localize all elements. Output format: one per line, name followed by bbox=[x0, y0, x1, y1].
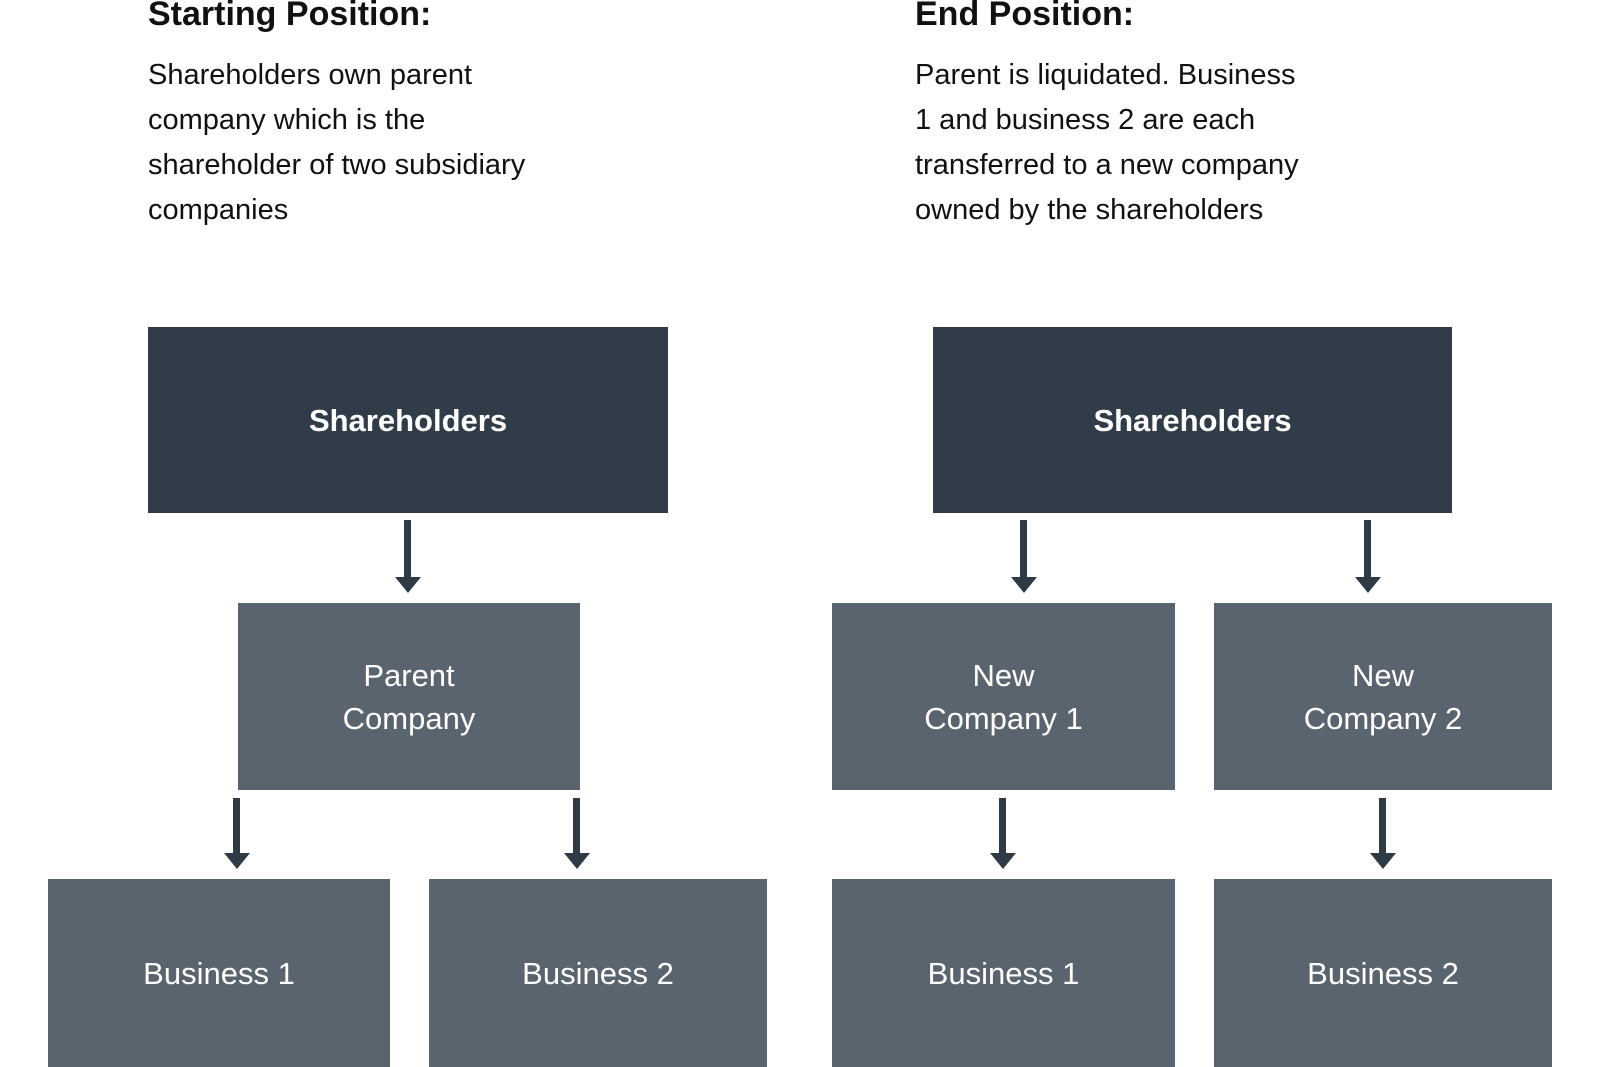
node-business1-start: Business 1 bbox=[48, 879, 390, 1067]
arrow-newcompany2-to-business2 bbox=[1379, 798, 1386, 854]
arrow-parent-to-business2 bbox=[573, 798, 580, 854]
arrow-shareholders-to-newcompany1 bbox=[1020, 520, 1027, 578]
node-shareholders-start: Shareholders bbox=[148, 327, 668, 513]
end-position-title: End Position: bbox=[915, 0, 1135, 33]
node-new-company1: New Company 1 bbox=[832, 603, 1175, 790]
node-business1-end: Business 1 bbox=[832, 879, 1175, 1067]
node-business2-start: Business 2 bbox=[429, 879, 767, 1067]
node-new-company2: New Company 2 bbox=[1214, 603, 1552, 790]
arrow-parent-to-business1 bbox=[233, 798, 240, 854]
arrow-shareholders-to-parent bbox=[404, 520, 411, 578]
starting-position-description: Shareholders own parent company which is… bbox=[148, 59, 526, 226]
arrow-newcompany1-to-business1 bbox=[999, 798, 1006, 854]
node-shareholders-end: Shareholders bbox=[933, 327, 1452, 513]
node-business2-end: Business 2 bbox=[1214, 879, 1552, 1067]
node-parent-company: Parent Company bbox=[238, 603, 580, 790]
end-position-description: Parent is liquidated. Business 1 and bus… bbox=[915, 59, 1299, 226]
arrow-shareholders-to-newcompany2 bbox=[1364, 520, 1371, 578]
starting-position-title: Starting Position: bbox=[148, 0, 432, 33]
